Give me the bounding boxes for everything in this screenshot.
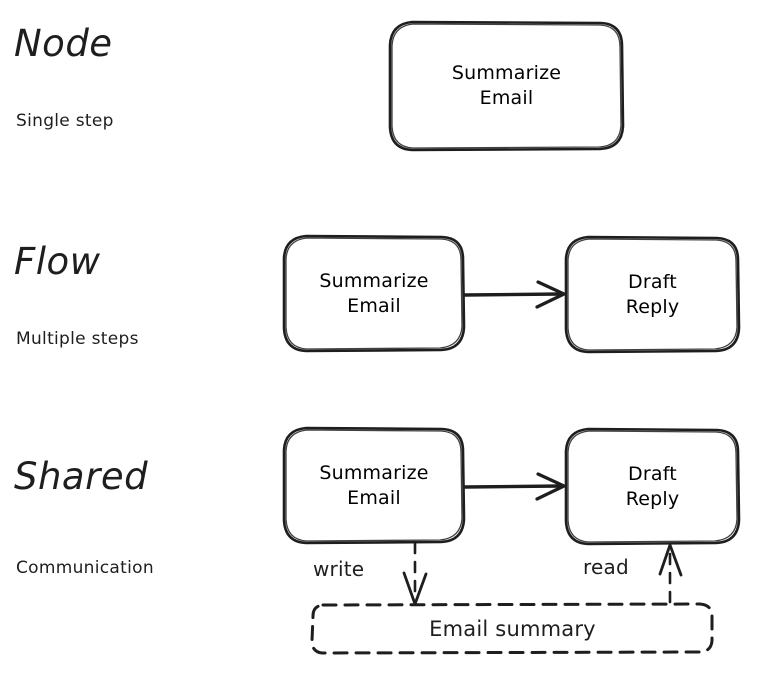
section-title-flow: Flow (14, 240, 101, 283)
node-label: Summarize Email (452, 61, 561, 111)
node-label-line1: Summarize (451, 62, 562, 84)
store-label-email-summary: Email summary (429, 617, 596, 641)
node-label-line2: Reply (625, 295, 680, 318)
section-subtitle-flow: Multiple steps (16, 329, 139, 349)
node-label: Summarize Email (319, 269, 428, 319)
section-subtitle-shared: Communication (16, 558, 154, 578)
connector-summarize-to-draft-shared (463, 472, 566, 501)
node-label-line2: Email (479, 87, 534, 109)
connector-read-dashed-arrow (658, 543, 683, 604)
node-label-line1: Summarize (319, 461, 429, 484)
connector-write-dashed-arrow (402, 541, 428, 606)
node-draft-reply-2[interactable]: Draft Reply (566, 429, 739, 544)
node-label: Summarize Email (319, 461, 428, 511)
edge-label-write: write (313, 557, 365, 581)
node-label: Draft Reply (626, 270, 680, 320)
node-box-summarize-email-1[interactable] (388, 20, 625, 152)
node-summarize-email-2[interactable]: Summarize Email (284, 236, 464, 351)
store-box-email-summary[interactable] (310, 602, 714, 655)
node-label-line1: Summarize (319, 269, 429, 292)
node-draft-reply-1[interactable]: Draft Reply (566, 237, 739, 352)
section-subtitle-node: Single step (16, 111, 114, 131)
node-summarize-email-3[interactable]: Summarize Email (284, 428, 464, 543)
node-label-line1: Draft (628, 270, 677, 293)
connector-summarize-to-draft-flow (463, 280, 566, 309)
node-label-line2: Reply (625, 487, 680, 510)
node-box-draft-reply-2[interactable] (564, 427, 741, 546)
node-box-summarize-email-3[interactable] (282, 426, 466, 545)
section-title-shared: Shared (14, 455, 149, 498)
node-label-line1: Draft (628, 462, 677, 485)
node-box-summarize-email-2[interactable] (282, 234, 466, 353)
node-label-line2: Email (347, 294, 401, 317)
node-box-draft-reply-1[interactable] (564, 235, 741, 354)
edge-label-read: read (583, 555, 629, 579)
section-title-node: Node (14, 22, 113, 65)
node-label: Draft Reply (626, 462, 680, 512)
node-summarize-email-1[interactable]: Summarize Email (390, 22, 623, 150)
node-label-line2: Email (347, 486, 401, 509)
